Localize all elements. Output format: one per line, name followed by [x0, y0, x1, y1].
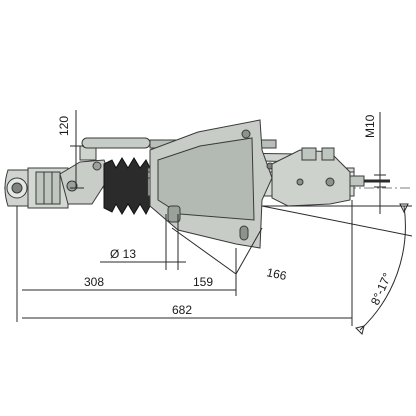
dim-height: 120 [57, 110, 84, 189]
dim-overall-label: 682 [172, 303, 192, 317]
dim-diameter: Ø 13 [100, 214, 186, 270]
brake-lever-assembly [271, 147, 390, 207]
dim-bolt-label: M10 [363, 114, 377, 138]
handle-lever [59, 145, 111, 205]
dim-angled: 166 [171, 227, 288, 283]
dim-length-a-label: 308 [84, 275, 104, 289]
rubber-bellows [103, 157, 151, 216]
coupling-head [4, 167, 69, 209]
dim-bolt: M10 [363, 112, 386, 214]
dim-length-c-label: 166 [265, 265, 288, 283]
housing-body [149, 119, 274, 249]
dim-height-label: 120 [57, 116, 71, 136]
dim-length-b-label: 159 [193, 275, 213, 289]
dim-lengths: 308 159 [16, 206, 237, 322]
dim-diameter-label: Ø 13 [110, 247, 136, 261]
dim-overall: 682 [22, 200, 353, 326]
